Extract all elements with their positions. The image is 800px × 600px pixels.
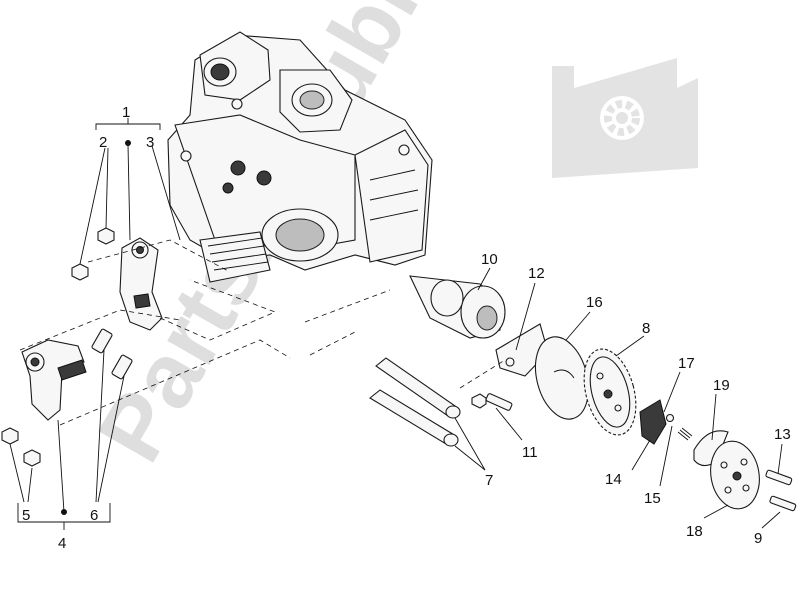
callout-1: 1 bbox=[122, 104, 130, 121]
adjuster-screws bbox=[91, 328, 133, 380]
callout-11: 11 bbox=[522, 444, 538, 461]
callout-2: 2 bbox=[99, 134, 107, 151]
bolts-9-13 bbox=[765, 469, 797, 512]
cam-disc bbox=[534, 336, 590, 420]
callout-16: 16 bbox=[586, 294, 603, 311]
thrust-plate bbox=[495, 323, 549, 377]
callout-4: 4 bbox=[58, 535, 66, 552]
callout-5: 5 bbox=[22, 507, 30, 524]
end-cover bbox=[710, 440, 760, 510]
reference-dot bbox=[61, 509, 67, 515]
callout-6: 6 bbox=[90, 507, 98, 524]
leader-lines bbox=[9, 118, 783, 530]
callout-10: 10 bbox=[481, 251, 498, 268]
reference-dot bbox=[125, 140, 131, 146]
cylinder-head bbox=[167, 31, 433, 283]
rocker-arm-upper bbox=[119, 237, 163, 331]
callout-18: 18 bbox=[686, 523, 703, 540]
callout-7: 7 bbox=[485, 472, 493, 489]
callout-3: 3 bbox=[146, 134, 154, 151]
cam-sprocket bbox=[583, 348, 637, 436]
callout-19: 19 bbox=[713, 377, 730, 394]
callout-9: 9 bbox=[754, 530, 762, 547]
callout-17: 17 bbox=[678, 355, 695, 372]
decompressor bbox=[639, 399, 693, 445]
callout-12: 12 bbox=[528, 265, 545, 282]
camshaft bbox=[409, 275, 506, 339]
rocker-shafts bbox=[369, 357, 461, 447]
callout-14: 14 bbox=[605, 471, 622, 488]
rocker-arm-lower bbox=[21, 339, 87, 421]
callout-15: 15 bbox=[644, 490, 661, 507]
bolt-11 bbox=[471, 393, 513, 411]
callout-13: 13 bbox=[774, 426, 791, 443]
callout-8: 8 bbox=[642, 320, 650, 337]
callout-labels: 1 2 3 4 5 6 7 8 9 10 11 12 13 14 15 16 1… bbox=[22, 104, 791, 552]
gear-icon bbox=[552, 58, 698, 178]
valve-springs bbox=[199, 160, 272, 283]
assembly-lines bbox=[19, 239, 506, 426]
